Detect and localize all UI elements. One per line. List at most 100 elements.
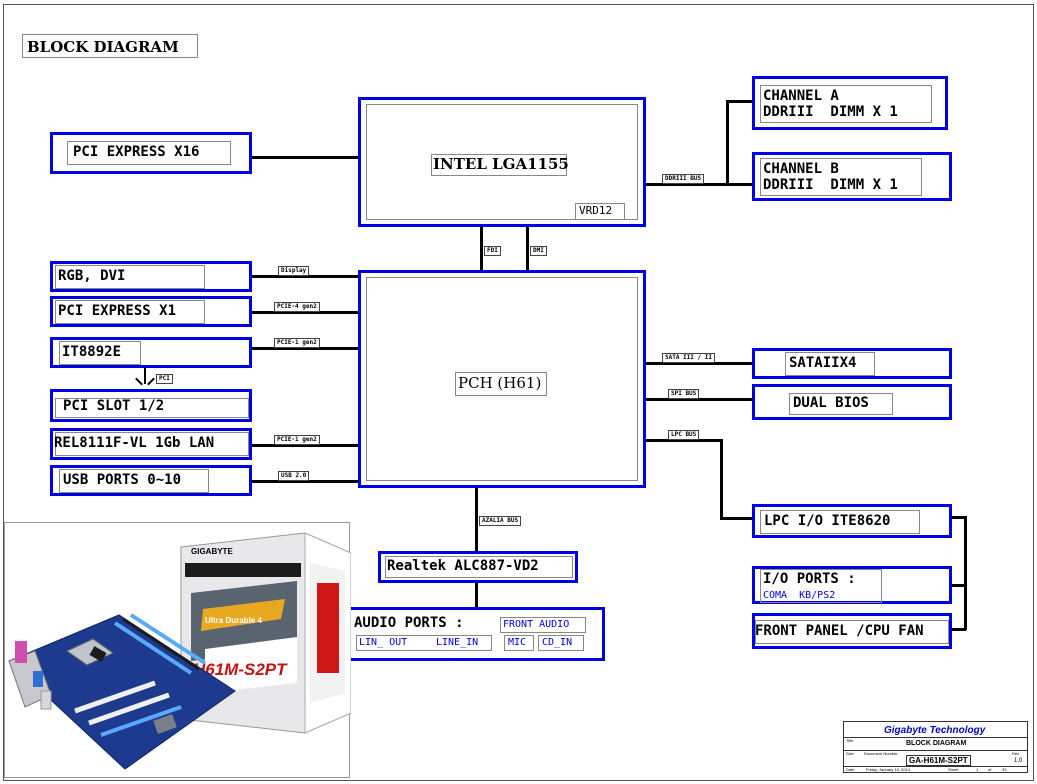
sheet-border [3, 4, 1034, 781]
pcie-x1-block[interactable]: PCI EXPRESS X1 [50, 296, 252, 327]
front-panel-block[interactable]: FRONT PANEL /CPU FAN [752, 613, 952, 649]
front-audio-frame [500, 617, 586, 633]
usb-ports-label: USB PORTS 0~10 [63, 472, 182, 488]
channel-b-label: CHANNEL B [763, 161, 839, 177]
pci-slot-frame [55, 398, 249, 418]
pch-label-frame [455, 372, 547, 396]
tag-pcie1-it: PCIE-1 gen2 [274, 338, 320, 348]
tag-lpc: LPC BUS [668, 430, 700, 440]
wire-audio [475, 582, 478, 608]
wire-io-right-v [964, 516, 967, 630]
tag-spi: SPI BUS [668, 389, 700, 399]
tb-company: Gigabyte Technology [884, 725, 986, 736]
lpc-io-label: LPC I/O ITE8620 [764, 513, 891, 529]
usb-ports-block[interactable]: USB PORTS 0~10 [50, 465, 252, 496]
wire-spi [646, 398, 754, 401]
cpu-block[interactable]: INTEL LGA1155 VRD12 [358, 97, 646, 227]
audio-ports-block[interactable]: AUDIO PORTS : FRONT AUDIO LIN_ OUT LINE_… [347, 607, 605, 661]
tag-display: Display [278, 266, 310, 276]
vrd-label: VRD12 [579, 204, 613, 217]
tb-title-label: Title [846, 738, 854, 743]
product-photo: GIGABYTE Ultra Durable 4 H61M-S2PT [4, 522, 352, 778]
it8892e-frame [59, 341, 141, 365]
channel-a-frame [760, 85, 932, 123]
tb-date-rule [844, 766, 1027, 767]
codec-block[interactable]: Realtek ALC887-VD2 [378, 551, 578, 583]
line-frame [356, 635, 492, 651]
tb-date-label: Date [846, 767, 855, 772]
rgb-dvi-block[interactable]: RGB, DVI [50, 261, 252, 292]
lan-block[interactable]: REL8111F-VL 1Gb LAN [50, 428, 252, 460]
mic-frame [504, 635, 534, 651]
sata-label: SATAIIX4 [789, 355, 857, 371]
cd-in-frame [538, 635, 584, 651]
tb-size-label: Size [846, 751, 854, 756]
pci-slot-block[interactable]: PCI SLOT 1/2 [50, 389, 252, 422]
wire-io-right-1 [952, 516, 966, 519]
codec-label: Realtek ALC887-VD2 [387, 558, 539, 574]
usb-ports-frame [59, 469, 209, 493]
channel-b-block[interactable]: CHANNEL B DDRIII DIMM X 1 [752, 152, 952, 201]
tag-pcie4: PCIE-4 gen2 [274, 302, 320, 312]
line-in-label: LINE_IN [436, 637, 479, 648]
rgb-dvi-frame [55, 265, 205, 289]
channel-b-frame [760, 158, 922, 196]
tag-usb: USB 2.0 [278, 471, 310, 481]
lan-frame [55, 432, 249, 456]
wire-sata [646, 362, 754, 365]
cd-in-label: CD_IN [542, 637, 573, 648]
io-ports-block[interactable]: I/O PORTS : COMA KB/PS2 [752, 566, 952, 604]
tb-doc: GA-H61M-S2PT [906, 755, 971, 766]
wire-pcie16 [252, 156, 360, 159]
pch-inner-frame [366, 277, 638, 481]
pcie-x16-block[interactable]: PCI EXPRESS X16 [50, 132, 252, 174]
cpu-inner-frame [366, 104, 638, 220]
codec-frame [385, 556, 573, 578]
wire-lpc-h1 [646, 439, 722, 442]
tb-company-rule [844, 737, 1027, 738]
wire-io-right-2 [952, 584, 966, 587]
pch-label: PCH (H61) [458, 374, 542, 392]
wire-pcie1b [252, 444, 360, 447]
wire-ddr-vert [726, 100, 729, 186]
tb-date: Friday, January 10, 2014 [866, 767, 910, 772]
it8892e-block[interactable]: IT8892E [50, 337, 252, 368]
tag-pci: PCI [156, 374, 173, 384]
wire-lpc-v [720, 439, 723, 520]
diagram-title: BLOCK DIAGRAM [22, 34, 198, 58]
pcie-x1-label: PCI EXPRESS X1 [58, 303, 177, 319]
wire-display [252, 275, 360, 278]
wire-ddr-main [646, 183, 728, 186]
wire-dmi [526, 226, 529, 272]
wire-fdi [480, 226, 483, 272]
pcie-x16-label: PCI EXPRESS X16 [73, 144, 200, 160]
tag-sata: SATA III / II [662, 353, 715, 363]
box-badge-text: Ultra Durable 4 [205, 616, 262, 625]
front-panel-label: FRONT PANEL /CPU FAN [755, 623, 924, 639]
dual-bios-frame [789, 393, 893, 415]
sata-block[interactable]: SATAIIX4 [752, 348, 952, 379]
lpc-io-block[interactable]: LPC I/O ITE8620 [752, 504, 952, 538]
tb-title-rule [844, 750, 1027, 751]
tb-sheet-label: Sheet [948, 767, 959, 772]
tb-of-label: of [988, 767, 992, 772]
tb-rev-label: Rev [1012, 751, 1020, 756]
tag-pcie1-lan: PCIE-1 gen2 [274, 435, 320, 445]
wire-azalia [475, 487, 478, 553]
channel-a-block[interactable]: CHANNEL A DDRIII DIMM X 1 [752, 76, 948, 130]
tb-title: BLOCK DIAGRAM [906, 740, 967, 747]
channel-a-dimm: DDRIII DIMM X 1 [763, 104, 898, 120]
pch-block[interactable]: PCH (H61) [358, 270, 646, 488]
box-model-text: H61M-S2PT [193, 660, 288, 679]
audio-ports-label: AUDIO PORTS : [354, 615, 464, 631]
front-audio-label: FRONT AUDIO [503, 619, 570, 630]
dual-bios-block[interactable]: DUAL BIOS [752, 384, 952, 420]
tag-fdi: FDI [484, 246, 501, 256]
pcie-x1-frame [55, 300, 205, 324]
tag-dmi: DMI [530, 246, 547, 256]
io-ports-frame [760, 569, 882, 603]
dual-bios-label: DUAL BIOS [793, 395, 869, 411]
wire-pci-vert [144, 368, 146, 384]
box-brand-text: GIGABYTE [191, 547, 233, 556]
wire-ddr-b [726, 183, 753, 186]
